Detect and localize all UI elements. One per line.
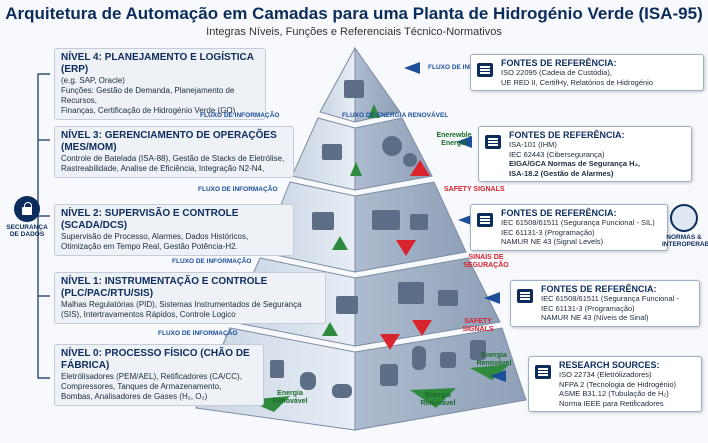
page-title: Arquitetura de Automação em Camadas para… xyxy=(5,4,703,23)
level-3-line-2: Rastreabilidade, Analise de Eficiência, … xyxy=(61,164,265,173)
standards-badge: NORMAS & INTEROPERABILIDADE xyxy=(662,204,708,248)
book-icon xyxy=(477,213,493,227)
level-4-line-1: (e.g. SAP, Oracle) xyxy=(61,76,125,85)
reference-item: NAMUR NE 43 (Signal Levels) xyxy=(501,237,604,246)
reference-item: IEC 61131-3 (Programação) xyxy=(501,227,595,237)
level-2-title: NÍVEL 2: SUPERVISÃO E CONTROLE (SCADA/DC… xyxy=(61,208,239,231)
reference-box-5: RESEARCH SOURCES: ISO 22734 (Eletrólizad… xyxy=(528,356,702,412)
reference-item: IEC 61131-3 (Programação) xyxy=(541,303,635,313)
level-1-panel: NÍVEL 1: INSTRUMENTAÇÃO E CONTROLE (PLC/… xyxy=(54,272,326,324)
safety-arrows xyxy=(380,160,432,350)
reference-heading: FONTES DE REFERÊNCIA: xyxy=(509,130,625,140)
level-2-line-1: Supervisão de Processo, Alarmes, Dados H… xyxy=(61,232,249,241)
reference-item: EIGA/GCA Normas de Segurança H₂, xyxy=(509,159,641,168)
reference-box-4: FONTES DE REFERÊNCIA: IEC 61508/61511 (S… xyxy=(510,280,700,327)
energy-arrows xyxy=(246,104,510,412)
page-subtitle: Integras Níveis, Funções e Referenciais … xyxy=(206,26,502,38)
enerewble-label: Enerewble Energiã xyxy=(436,132,472,147)
level-3-panel: NÍVEL 3: GERENCIAMENTO DE OPERAÇÕES (MES… xyxy=(54,126,294,178)
reference-item: IEC 61508/61511 (Segurança Funcional - xyxy=(541,294,679,303)
info-flow-label-0: FLUXO DE INFORMAÇÃO xyxy=(158,330,238,337)
energy-flow-label: FLUXO DE ENERGIA RENOVÁVEL xyxy=(342,112,449,119)
level-3-line-1: Controle de Batelada (ISA-88), Gestão de… xyxy=(61,154,285,163)
level-3-title2: (MES/MOM) xyxy=(61,142,117,153)
level-3-title: NÍVEL 3: GERENCIAMENTO DE OPERAÇÕES xyxy=(61,130,277,141)
info-flow-label-1: FLUXO DE INFORMAÇÃO xyxy=(172,258,252,265)
reference-item: IEC 62443 (Cibersegurança) xyxy=(509,149,605,159)
reference-heading: RESEARCH SOURCES: xyxy=(559,360,660,370)
reference-item: ISO 22095 (Cadeia de Custódia), xyxy=(501,68,612,77)
reference-heading: FONTES DE REFERÊNCIA: xyxy=(501,58,617,68)
book-icon xyxy=(535,365,551,379)
reference-box-2: FONTES DE REFERÊNCIA: ISA-101 (IHM) IEC … xyxy=(478,126,692,182)
level-0-line-2: Compressores, Tanques de Armazenamento, xyxy=(61,382,222,391)
level-4-line-2: Funções: Gestão de Demanda, Planejamento… xyxy=(61,86,235,105)
book-icon xyxy=(485,135,501,149)
standards-label: NORMAS & INTEROPERABILIDADE xyxy=(662,234,708,248)
level-2-line-2: Otimização em Tempo Real, Gestão Potênci… xyxy=(61,242,238,251)
energia-label-1: Energia Renovável xyxy=(272,390,308,405)
sinais-label: SINAIS DE SEGURAÇÃO xyxy=(463,254,509,269)
reference-item: NFPA 2 (Tecnologia de Hidrogénio) xyxy=(559,379,677,389)
info-flow-label-2: FLUXO DE INFORMAÇÃO xyxy=(198,186,278,193)
reference-box-1: FONTES DE REFERÊNCIA: ISO 22095 (Cadeia … xyxy=(470,54,704,91)
pyramid-tier-4 xyxy=(319,46,401,123)
safety-signals-label-2: SAFETY SIGNALS xyxy=(462,318,494,333)
safety-signals-label-1: SAFETY SIGNALS xyxy=(444,186,505,193)
reference-heading: FONTES DE REFERÊNCIA: xyxy=(501,208,617,218)
info-flow-label-4: FLUXO DE INFORMAÇÃO xyxy=(428,64,508,71)
level-1-line-2: (SIS), Intertravamentos Rápidos, Control… xyxy=(61,310,236,319)
level-4-line-3: Finanças, Certificação de Hidrogénio Ver… xyxy=(61,106,236,115)
data-security-badge: SECURANÇA DE DADOS xyxy=(4,196,50,238)
reference-item: ASME B31.12 (Tubulação de H₂) xyxy=(559,389,669,398)
book-icon xyxy=(477,63,493,77)
reference-item: UE RED II, CertifHy, Relatórios de Hidro… xyxy=(501,77,653,87)
reference-item: ISA-101 (IHM) xyxy=(509,140,557,149)
reference-heading: FONTES DE REFERÊNCIA: xyxy=(541,284,657,294)
energia-label-3: Energia Renovável xyxy=(476,352,512,367)
globe-icon xyxy=(670,204,698,232)
level-0-title: NÍVEL 0: PROCESSO FÍSICO (CHÃO DE FÁBRIC… xyxy=(61,348,250,371)
info-flow-label-3: FLUXO DE INFORMAÇÃO xyxy=(200,112,280,119)
level-2-panel: NÍVEL 2: SUPERVISÃO E CONTROLE (SCADA/DC… xyxy=(54,204,294,256)
level-1-line-1: Malhas Regulatórias (PID), Sistemas Inst… xyxy=(61,300,302,309)
reference-item: ISO 22734 (Eletrólizadores) xyxy=(559,370,652,379)
lock-icon xyxy=(14,196,40,222)
energia-label-2: Energia Renovável xyxy=(420,392,456,407)
book-icon xyxy=(517,289,533,303)
level-1-title: NÍVEL 1: INSTRUMENTAÇÃO E CONTROLE (PLC/… xyxy=(61,276,268,299)
level-0-line-3: Bombas, Analisadores de Gases (H₂, O₂) xyxy=(61,392,208,401)
level-0-panel: NÍVEL 0: PROCESSO FÍSICO (CHÃO DE FÁBRIC… xyxy=(54,344,264,406)
level-4-panel: NÍVEL 4: PLANEJAMENTO E LOGÍSTICA (ERP) … xyxy=(54,48,266,120)
reference-item: Norma IEEE para Retificadores xyxy=(559,398,664,408)
level-0-line-1: Eletrólisadores (PEM/AEL), Retificadores… xyxy=(61,372,242,381)
level-4-title: NÍVEL 4: PLANEJAMENTO E LOGÍSTICA (ERP) xyxy=(61,52,254,75)
reference-item: ISA-18.2 (Gestão de Alarmes) xyxy=(509,168,614,178)
reference-box-3: FONTES DE REFERÊNCIA: IEC 61508/61511 (S… xyxy=(470,204,668,251)
data-security-label: SECURANÇA DE DADOS xyxy=(6,224,48,238)
reference-item: NAMUR NE 43 (Níveis de Sinal) xyxy=(541,313,649,322)
reference-item: IEC 61508/61511 (Segurança Funcional - S… xyxy=(501,218,655,227)
